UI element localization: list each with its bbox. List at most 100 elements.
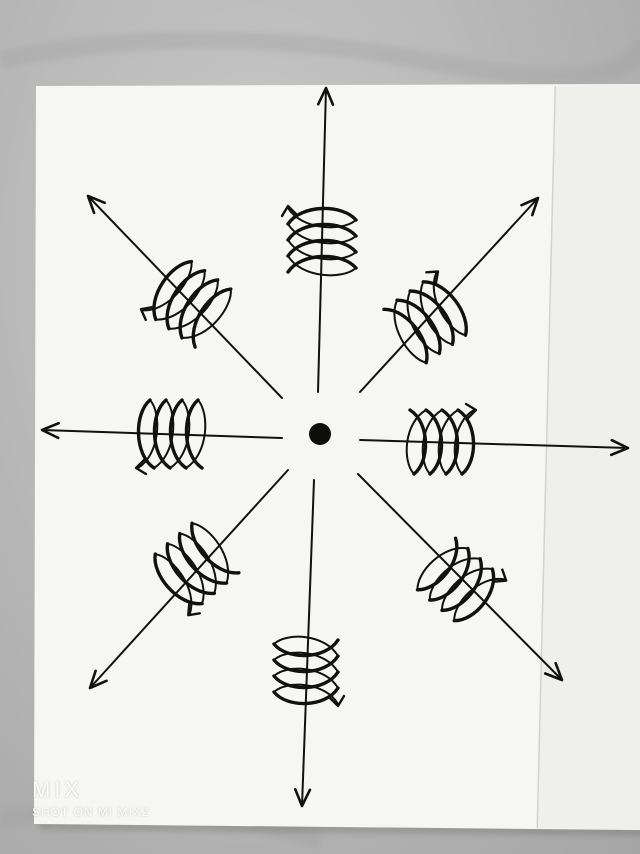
coil-down-right-loop-front: [440, 557, 484, 613]
coil-up-right-loop-back: [393, 299, 428, 364]
coil-down-right-loop-back: [428, 557, 482, 602]
arrow-left-head: [40, 421, 60, 440]
coil-up-right: [382, 270, 468, 365]
coil-down-loop-back: [273, 651, 339, 673]
arrow-down-left-shaft: [89, 469, 289, 689]
coil-up-loop-back: [287, 239, 357, 261]
coil-up-left-loop-front: [152, 259, 194, 322]
arrow-up-right-head: [520, 196, 540, 217]
coil-up-left-loop-back: [154, 269, 206, 321]
coil-up: [280, 204, 358, 277]
coil-down-left-loop-back: [191, 522, 230, 585]
coil-right-loop-front: [456, 408, 476, 476]
arrow-down-shaft: [301, 479, 315, 807]
coil-right-loop-back: [437, 409, 459, 475]
coil-right-loop-back: [421, 409, 443, 475]
radial-drawing: [40, 86, 630, 808]
coil-down-right-loop-back: [453, 577, 506, 622]
coil-up-loop-back: [287, 255, 357, 277]
coil-up-right-loop-back: [419, 280, 454, 346]
coil-right-rotation-tip: [464, 402, 478, 420]
coil-down-left-loop-front: [177, 531, 229, 585]
arrow-down-head: [293, 788, 312, 808]
arrow-right-shaft: [359, 439, 629, 449]
coil-down: [272, 635, 346, 708]
coil-up-right-loop-back: [406, 290, 441, 355]
watermark-logo: MIX: [32, 777, 84, 802]
arrow-right-head: [610, 438, 630, 457]
coil-up-left-loop-front: [191, 287, 233, 349]
arrow-left-shaft: [41, 429, 283, 439]
coil-up-left: [139, 259, 233, 349]
coil-up-left-rotation-tip: [139, 306, 154, 322]
coil-down-right-loop-front: [452, 567, 496, 623]
coil-left-loop-front: [184, 398, 204, 470]
arrow-down-right-head: [543, 661, 564, 682]
coil-up-left-loop-front: [178, 278, 220, 340]
center-dot: [309, 423, 331, 445]
coil-up-right-loop-front: [408, 289, 455, 347]
watermark-text: SHOT ON MI MIX2: [32, 805, 150, 819]
coil-down-loop-back: [273, 635, 339, 657]
coil-up-loop-front: [286, 238, 358, 258]
coil-up-loop-back: [287, 223, 357, 245]
coil-down-right-loop-front: [428, 546, 471, 602]
coil-down-loop-back: [273, 667, 339, 689]
coil-left-loop-back: [153, 399, 175, 469]
coil-up-loop-front: [286, 206, 358, 226]
coil-down-left-loop-back: [178, 532, 217, 595]
coil-up-loop-front: [286, 222, 358, 242]
coil-left-loop-front: [168, 398, 188, 470]
coil-left-rotation-tip: [134, 458, 148, 476]
coil-up-loop-front: [286, 254, 358, 274]
coil-up-right-loop-back: [432, 271, 467, 337]
coil-left-loop-back: [185, 399, 207, 469]
coil-down-left-loop-back: [154, 553, 193, 615]
coil-down-loop-back: [273, 683, 339, 705]
coil-left-loop-front: [152, 398, 172, 470]
coil-down-left-rotation-tip: [187, 602, 201, 617]
coil-right: [405, 402, 478, 476]
coil-right-loop-back: [405, 409, 427, 475]
coil-up-right-loop-front: [395, 298, 442, 356]
arrow-up-head: [316, 86, 335, 106]
coil-up-right-rotation-tip: [425, 270, 440, 284]
coil-down-loop-front: [272, 670, 340, 690]
coil-down-left-loop-front: [153, 552, 204, 606]
camera-watermark: MIX SHOT ON MI MIX2: [32, 778, 149, 820]
coil-down-left-loop-back: [166, 542, 205, 605]
coil-up-left-loop-back: [141, 260, 193, 312]
arrow-up-left-head: [86, 194, 106, 215]
coil-up-right-loop-front: [382, 307, 429, 365]
coil-down-loop-front: [272, 654, 340, 674]
coil-down-right: [415, 536, 508, 623]
coil-down-left-loop-front: [165, 542, 217, 596]
coil-down-right-loop-back: [416, 547, 469, 591]
coil-left: [134, 398, 207, 476]
coil-down-right-loop-front: [415, 536, 459, 592]
arrow-down-right-shaft: [357, 473, 563, 681]
coil-down-right-rotation-tip: [493, 568, 508, 583]
arrow-down-left-head: [88, 669, 108, 690]
coil-down-left-loop-front: [190, 521, 241, 575]
coil-up-left-loop-back: [167, 278, 219, 330]
coil-up-right-loop-front: [421, 280, 468, 337]
coil-down-rotation-tip: [328, 694, 346, 708]
coil-left-loop-back: [169, 399, 191, 469]
coil-up-left-loop-front: [165, 269, 207, 331]
coil-right-loop-front: [424, 408, 444, 476]
coil-right-loop-front: [408, 408, 428, 476]
coil-right-loop-front: [440, 408, 460, 476]
coil-down-loop-front: [272, 638, 340, 658]
coil-right-loop-back: [453, 409, 475, 475]
coil-up-rotation-tip: [280, 204, 298, 218]
paper-sheet: [34, 84, 640, 836]
coil-down-loop-front: [272, 686, 340, 706]
coil-down-left: [153, 521, 241, 617]
coil-up-loop-back: [287, 207, 357, 229]
coil-left-loop-front: [136, 398, 156, 470]
coil-down-right-loop-back: [441, 567, 494, 612]
coil-left-loop-back: [137, 399, 159, 469]
arrow-up-left-shaft: [87, 195, 283, 399]
